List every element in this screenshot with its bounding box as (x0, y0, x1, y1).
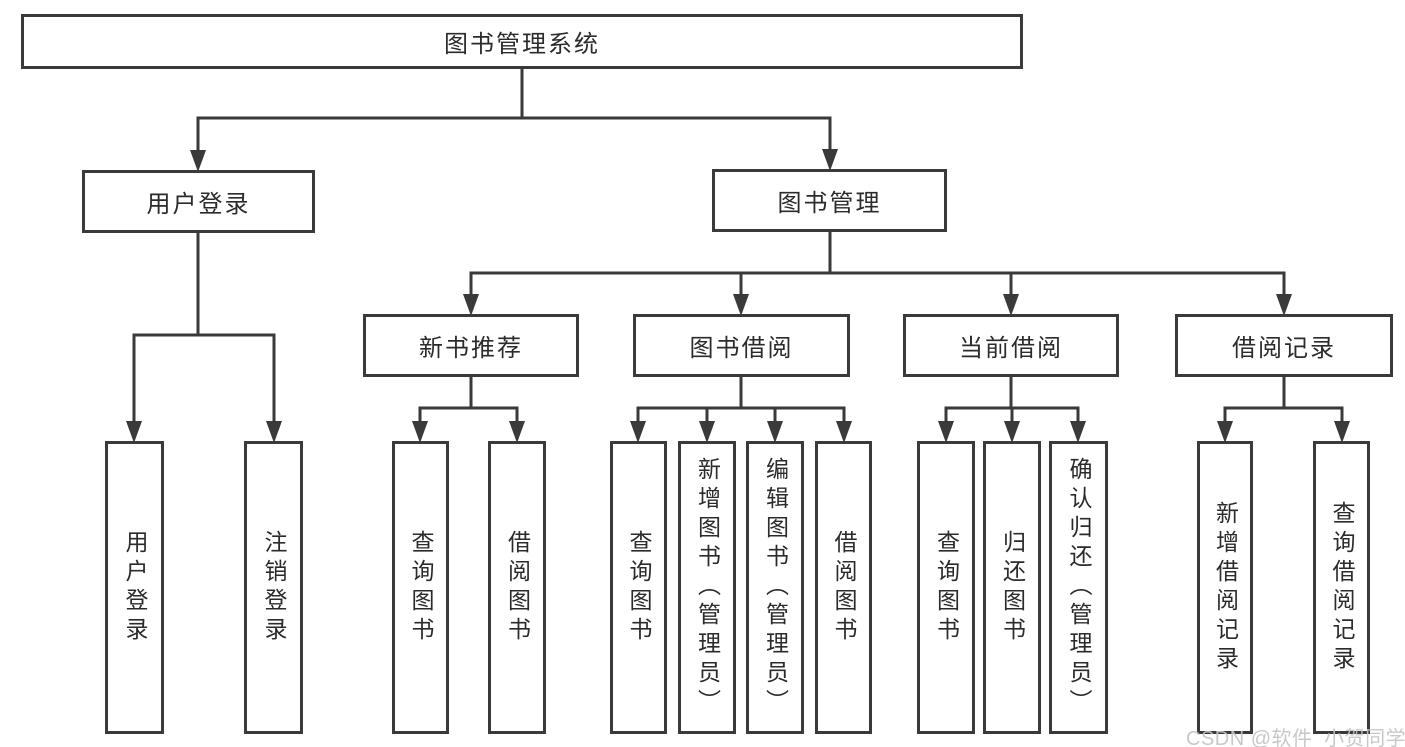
level2-box-user-login: 用户登录 (82, 170, 315, 233)
leaf-label-query-books-1: 查询图书 (408, 529, 434, 646)
level3-box-borrow-records: 借阅记录 (1175, 314, 1393, 377)
leaf-label-user-login: 用户登录 (122, 529, 148, 646)
leaf-box-edit-books-admin: 编辑图书（管理员） (746, 441, 804, 734)
leaf-label-borrow-books-1: 借阅图书 (504, 529, 531, 646)
leaf-label-return-books: 归还图书 (999, 529, 1026, 646)
level2-label-book-management: 图书管理 (777, 190, 882, 217)
leaf-box-logout: 注销登录 (244, 441, 303, 734)
leaf-label-borrow-books-2: 借阅图书 (831, 529, 857, 646)
leaf-box-query-books-1: 查询图书 (392, 441, 449, 734)
leaf-box-add-books-admin: 新增图书（管理员） (678, 441, 736, 734)
leaf-box-add-borrow-record: 新增借阅记录 (1197, 441, 1253, 734)
root-box-system: 图书管理系统 (21, 14, 1023, 69)
level2-box-book-management: 图书管理 (712, 169, 947, 232)
leaf-box-confirm-return-admin: 确认归还（管理员） (1049, 441, 1108, 734)
leaf-label-add-borrow-record: 新增借阅记录 (1212, 500, 1239, 675)
level3-label-borrow-records: 借阅记录 (1232, 335, 1336, 362)
leaf-box-query-books-2: 查询图书 (610, 441, 667, 734)
leaf-box-query-books-3: 查询图书 (917, 441, 975, 734)
csdn-watermark: CSDN @软件_小贺同学 (1186, 728, 1405, 747)
leaf-box-borrow-books-1: 借阅图书 (488, 441, 546, 734)
level3-box-current-borrow: 当前借阅 (903, 314, 1119, 377)
leaf-label-edit-books-admin: 编辑图书（管理员） (762, 457, 789, 718)
level3-label-current-borrow: 当前借阅 (959, 335, 1063, 362)
level3-box-book-borrow: 图书借阅 (633, 314, 850, 377)
leaf-label-add-books-admin: 新增图书（管理员） (694, 457, 721, 718)
root-label: 图书管理系统 (444, 31, 600, 58)
leaf-label-query-books-3: 查询图书 (933, 529, 960, 646)
leaf-box-borrow-books-2: 借阅图书 (815, 441, 872, 734)
level3-label-book-borrow: 图书借阅 (689, 335, 794, 362)
leaf-label-confirm-return-admin: 确认归还（管理员） (1066, 457, 1092, 718)
leaf-label-query-books-2: 查询图书 (626, 529, 652, 646)
leaf-label-query-borrow-record: 查询借阅记录 (1329, 500, 1355, 675)
leaf-box-user-login: 用户登录 (105, 441, 164, 734)
leaf-box-query-borrow-record: 查询借阅记录 (1313, 441, 1370, 734)
arrowhead-icons (126, 149, 1350, 443)
level2-label-user-login: 用户登录 (146, 191, 251, 218)
leaf-box-return-books: 归还图书 (983, 441, 1041, 734)
level3-label-new-book-recommend: 新书推荐 (419, 335, 523, 362)
level3-box-new-book-recommend: 新书推荐 (363, 314, 579, 377)
leaf-label-logout: 注销登录 (261, 529, 287, 646)
